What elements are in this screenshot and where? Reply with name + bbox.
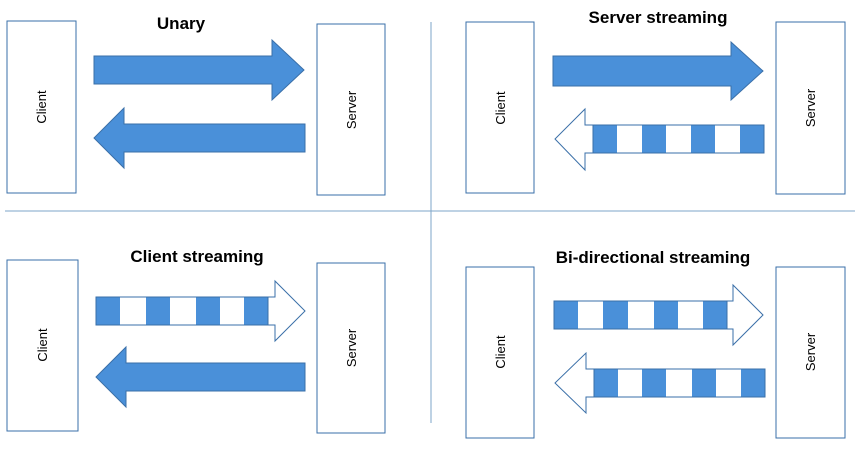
streaming-response-arrow xyxy=(554,107,765,172)
quadrant-title: Unary xyxy=(157,14,206,33)
client-label: Client xyxy=(35,328,50,362)
client-box: Client xyxy=(6,20,77,194)
server-label: Server xyxy=(803,332,818,371)
client-label: Client xyxy=(493,335,508,369)
quadrant-bidirectional-streaming: Bi-directional streaming Client Server xyxy=(465,248,846,439)
quadrant-title: Client streaming xyxy=(130,247,263,266)
streaming-request-arrow xyxy=(553,283,764,347)
server-box: Server xyxy=(775,266,846,439)
quadrant-unary: Unary Client Server xyxy=(6,14,386,196)
response-arrow xyxy=(95,345,306,409)
quadrant-title: Bi-directional streaming xyxy=(556,248,751,267)
client-box: Client xyxy=(465,266,535,439)
server-box: Server xyxy=(316,23,386,196)
streaming-request-arrow xyxy=(95,279,306,343)
response-arrow xyxy=(93,106,306,170)
client-label: Client xyxy=(34,90,49,124)
server-label: Server xyxy=(344,90,359,129)
request-arrow xyxy=(93,38,305,102)
server-box: Server xyxy=(316,262,386,434)
request-arrow xyxy=(552,40,764,102)
quadrant-client-streaming: Client streaming Client Server xyxy=(6,247,386,434)
client-box: Client xyxy=(465,21,535,194)
quadrant-server-streaming: Server streaming Client Server xyxy=(465,8,846,195)
server-box: Server xyxy=(775,21,846,195)
streaming-response-arrow xyxy=(554,351,766,415)
server-label: Server xyxy=(803,88,818,127)
client-box: Client xyxy=(6,259,79,432)
client-label: Client xyxy=(493,91,508,125)
server-label: Server xyxy=(344,328,359,367)
quadrant-title: Server streaming xyxy=(589,8,728,27)
